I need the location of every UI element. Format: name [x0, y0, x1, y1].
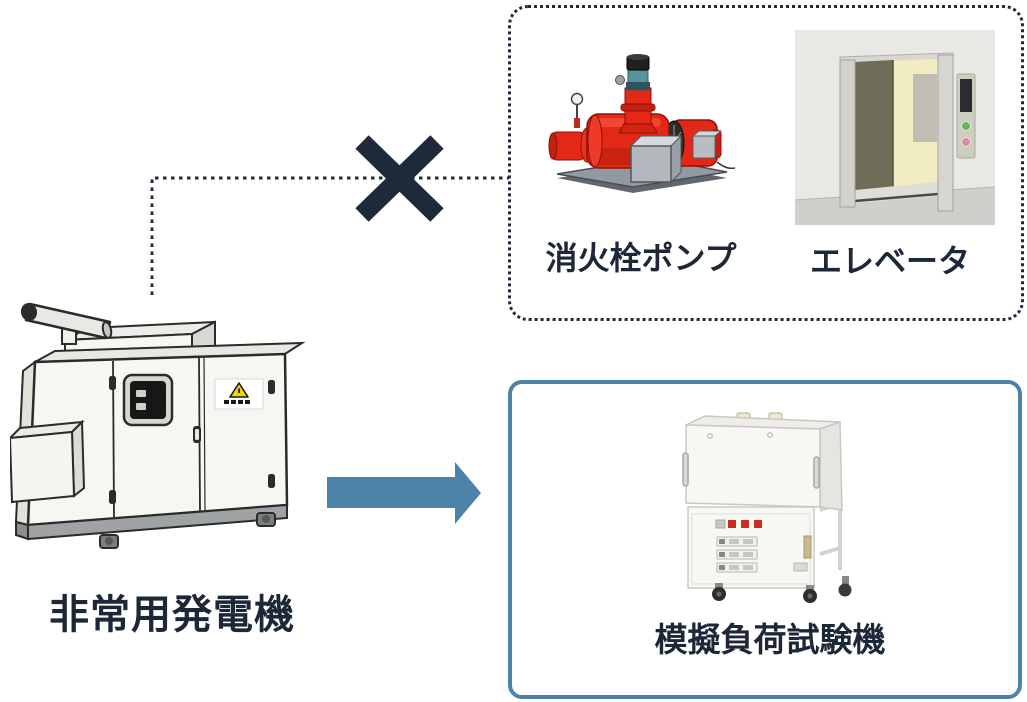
motor-junction-box — [691, 130, 723, 159]
elevator-cab-interior — [854, 59, 939, 203]
loadbank-red-button — [741, 520, 749, 528]
loadbank-top-box — [682, 412, 843, 511]
generator-base-skid — [15, 503, 288, 549]
loadbank-meter-row — [716, 536, 758, 547]
loadbank-slot — [803, 535, 812, 559]
disconnect-x-icon — [355, 135, 444, 222]
loadbank-red-button — [754, 520, 762, 528]
generator-control-panel — [122, 373, 174, 427]
loadbank-meter-row — [716, 562, 758, 573]
door-hinge — [109, 376, 116, 390]
door-hinge — [268, 380, 275, 394]
exhaust-pipe — [20, 302, 113, 340]
generator-side-box — [10, 419, 86, 504]
supply-arrow-icon — [327, 462, 481, 524]
fire-pump-label: 消火栓ポンプ — [545, 240, 737, 276]
loadbank-handle — [682, 452, 689, 487]
elevator-call-panel — [956, 73, 976, 159]
elevator-open-door — [855, 60, 893, 201]
loadbank-handle — [813, 456, 820, 489]
elevator-label: エレベータ — [809, 243, 970, 279]
pump-front-box — [629, 134, 683, 184]
loadbank-red-button — [728, 520, 736, 528]
loadbank-lower-cabinet — [687, 506, 815, 589]
fire-pump-illustration — [548, 54, 736, 193]
elevator-door-rail — [937, 54, 954, 212]
pump-gauge — [570, 92, 584, 128]
loadbank-casters — [712, 583, 817, 603]
loadbank-meter-row — [716, 549, 758, 560]
load-bank-illustration — [682, 412, 852, 603]
door-hinge — [109, 490, 116, 504]
generator-warning-sign — [214, 378, 264, 410]
call-button-down — [961, 137, 971, 147]
generator-illustration — [10, 302, 306, 549]
generator-label: 非常用発電機 — [49, 593, 295, 637]
supply-line-dotted — [150, 176, 509, 295]
door-hinge — [268, 474, 275, 488]
call-button-up — [961, 121, 971, 131]
elevator-illustration — [795, 30, 995, 225]
load-bank-label: 模擬負荷試験機 — [654, 621, 886, 658]
pump-riser-pipe — [615, 54, 658, 134]
call-panel-display — [960, 79, 972, 112]
elevator-door-rail — [839, 59, 856, 208]
